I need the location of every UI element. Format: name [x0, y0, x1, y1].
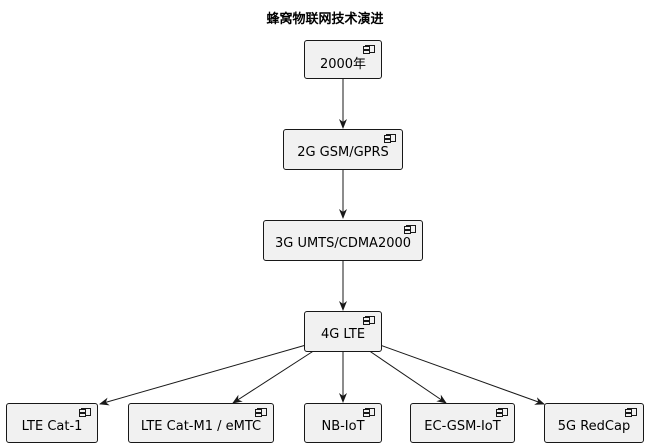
- component-icon: [79, 408, 91, 417]
- node-label: LTE Cat-1: [21, 418, 83, 434]
- node-nb-iot: NB-IoT: [304, 403, 382, 443]
- component-icon: [363, 316, 375, 325]
- edge-4g-cat1: [99, 344, 307, 406]
- node-lte-catm1: LTE Cat-M1 / eMTC: [128, 403, 274, 443]
- node-5g-redcap: 5G RedCap: [544, 403, 644, 443]
- node-3g: 3G UMTS/CDMA2000: [263, 220, 423, 261]
- component-icon: [255, 408, 267, 417]
- node-label: LTE Cat-M1 / eMTC: [140, 418, 262, 434]
- node-lte-cat1: LTE Cat-1: [6, 403, 98, 443]
- node-label: 2G GSM/GPRS: [297, 145, 389, 160]
- node-label: 3G UMTS/CDMA2000: [274, 236, 412, 251]
- node-4g: 4G LTE: [304, 311, 382, 352]
- node-label: EC-GSM-IoT: [424, 418, 501, 434]
- node-label: NB-IoT: [321, 418, 365, 434]
- component-icon: [625, 408, 637, 417]
- component-icon: [404, 225, 416, 234]
- node-label: 2000年: [319, 57, 367, 72]
- node-label: 4G LTE: [320, 327, 366, 342]
- edge-4g-redcap: [379, 344, 545, 405]
- node-label: 5G RedCap: [557, 418, 631, 434]
- node-ec-gsm-iot: EC-GSM-IoT: [410, 403, 515, 443]
- component-icon: [363, 408, 375, 417]
- node-2000: 2000年: [304, 40, 382, 79]
- component-icon: [363, 45, 375, 54]
- edge-4g-catm1: [232, 349, 316, 404]
- component-icon: [384, 134, 396, 143]
- edge-4g-ecgsm: [367, 349, 447, 404]
- diagram-title: 蜂窝物联网技术演进: [266, 12, 384, 27]
- node-2g: 2G GSM/GPRS: [283, 129, 403, 170]
- component-icon: [496, 408, 508, 417]
